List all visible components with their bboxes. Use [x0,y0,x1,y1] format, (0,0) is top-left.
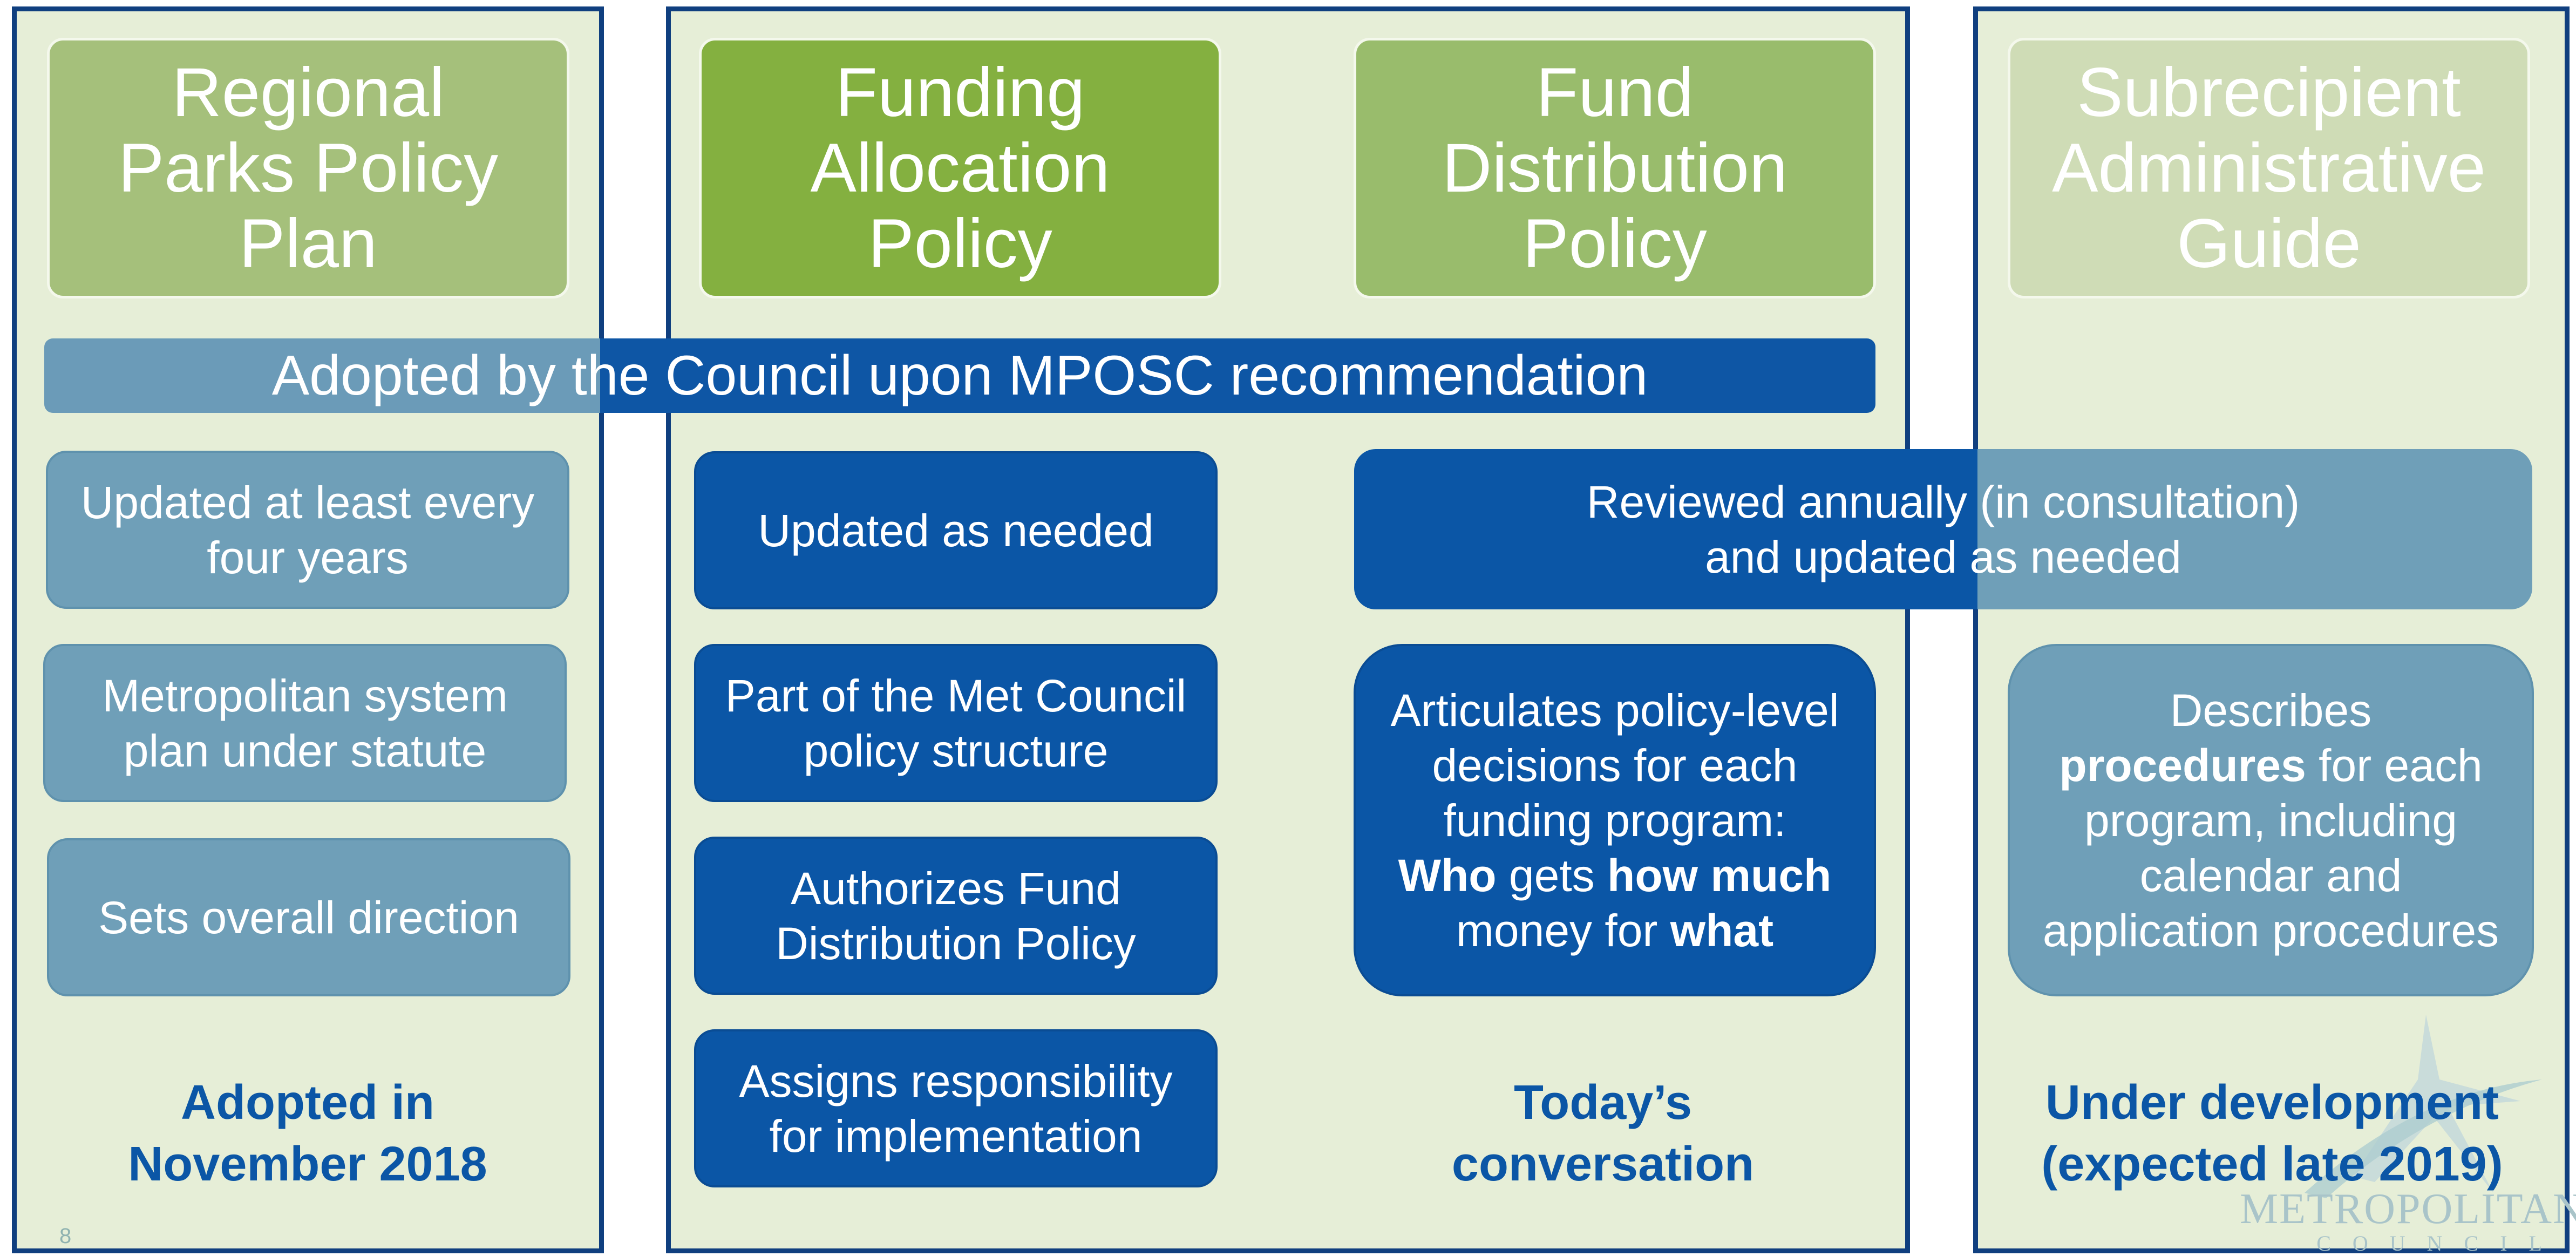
status-todays-conversation: Today’s conversation [1451,1076,1755,1191]
box-updated-every-four-years: Updated at least every four years [46,451,569,609]
header-fund-distribution-policy: Fund Distribution Policy [1354,38,1876,298]
box-part-of-met-council-policy: Part of the Met Council policy structure [694,644,1218,802]
adopted-by-council-bar: Adopted by the Council upon MPOSC recomm… [44,338,1875,413]
box-authorizes-fund-distribution: Authorizes Fund Distribution Policy [694,837,1218,995]
header-subrecipient-administrative-guide: Subrecipient Administrative Guide [2008,38,2530,298]
box-describes-procedures: Describes procedures for each program, i… [2008,644,2534,996]
header-funding-allocation-policy: Funding Allocation Policy [699,38,1221,298]
box-metropolitan-system-plan: Metropolitan system plan under statute [43,644,567,802]
logo-wordmark: METROPOLITAN [2240,1185,2576,1233]
adopted-by-council-text: Adopted by the Council upon MPOSC recomm… [271,344,1648,407]
box-updated-as-needed: Updated as needed [694,451,1218,609]
box-sets-overall-direction: Sets overall direction [47,838,570,996]
status-under-development: Under development (expected late 2019) [2041,1076,2503,1191]
box-assigns-responsibility: Assigns responsibility for implementatio… [694,1029,1218,1187]
metropolitan-council-logo-icon [2305,1015,2542,1198]
box-articulates-policy-decisions: Articulates policy-level decisions for e… [1354,644,1876,996]
status-adopted-november-2018: Adopted in November 2018 [128,1076,487,1191]
logo-subtitle: COUNCIL [2316,1231,2564,1255]
box-reviewed-annually: Reviewed annually (in consultation) and … [1354,449,2532,609]
slide-number: 8 [59,1224,72,1248]
header-regional-parks-policy-plan: Regional Parks Policy Plan [47,38,569,298]
